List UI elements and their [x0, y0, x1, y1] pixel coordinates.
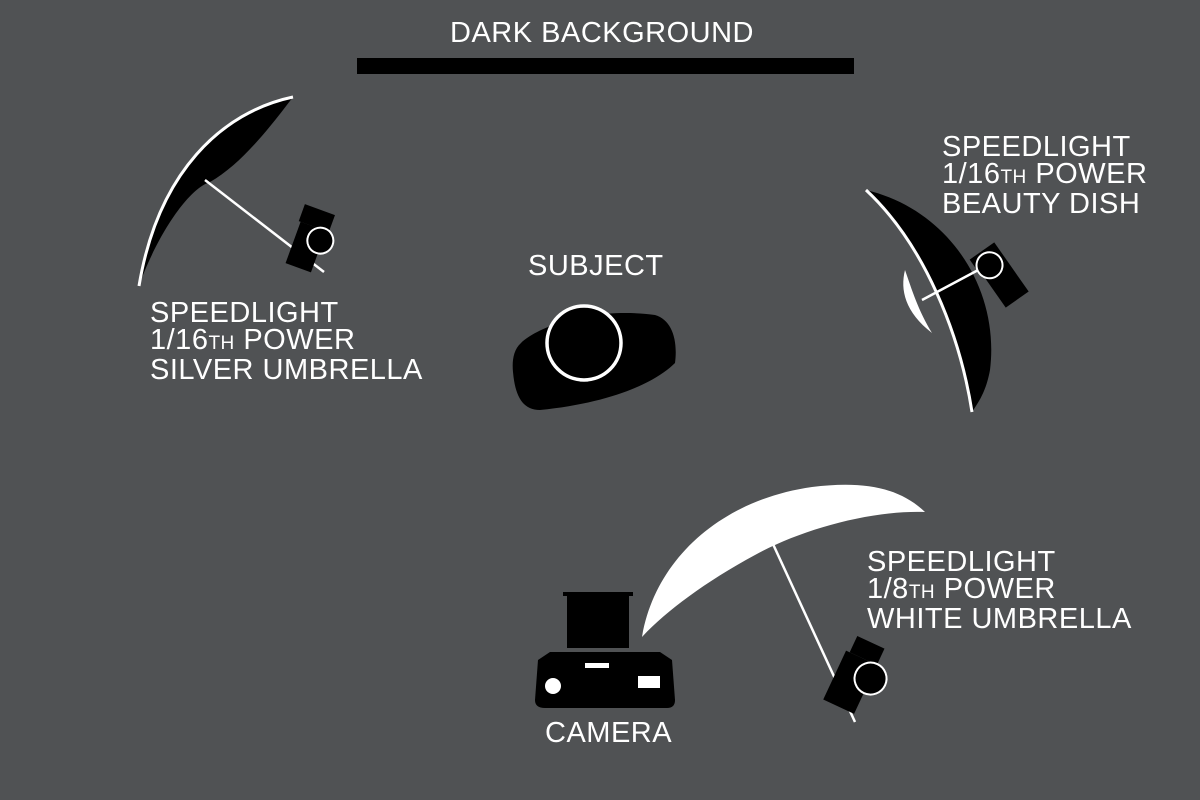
left-light-line3: SILVER UMBRELLA — [150, 354, 423, 386]
camera-label: CAMERA — [545, 717, 673, 749]
bottom-light-label: SPEEDLIGHT 1/8TH POWER WHITE UMBRELLA — [867, 546, 1132, 635]
right-light-line3: BEAUTY DISH — [942, 188, 1141, 220]
left-light-label: SPEEDLIGHT 1/16TH POWER SILVER UMBRELLA — [150, 297, 423, 386]
subject-icon — [512, 304, 676, 410]
speedlight-left-icon — [285, 204, 335, 273]
right-light-line1: SPEEDLIGHT — [942, 131, 1131, 163]
background-label: DARK BACKGROUND — [450, 17, 754, 49]
speedlight-bottom-icon — [823, 635, 888, 714]
left-light-line2: 1/16TH POWER — [150, 324, 356, 356]
bottom-light-line3: WHITE UMBRELLA — [867, 603, 1132, 635]
speedlight-right-icon — [969, 242, 1029, 308]
right-light-line2: 1/16TH POWER — [942, 158, 1148, 190]
beauty-dish-icon — [864, 188, 992, 413]
dark-background-bar — [357, 58, 854, 74]
bottom-light-line1: SPEEDLIGHT — [867, 546, 1056, 578]
right-light-label: SPEEDLIGHT 1/16TH POWER BEAUTY DISH — [942, 131, 1148, 220]
left-light-line1: SPEEDLIGHT — [150, 297, 339, 329]
camera-icon — [535, 592, 675, 708]
subject-label: SUBJECT — [528, 250, 664, 282]
bottom-light-line2: 1/8TH POWER — [867, 573, 1056, 605]
